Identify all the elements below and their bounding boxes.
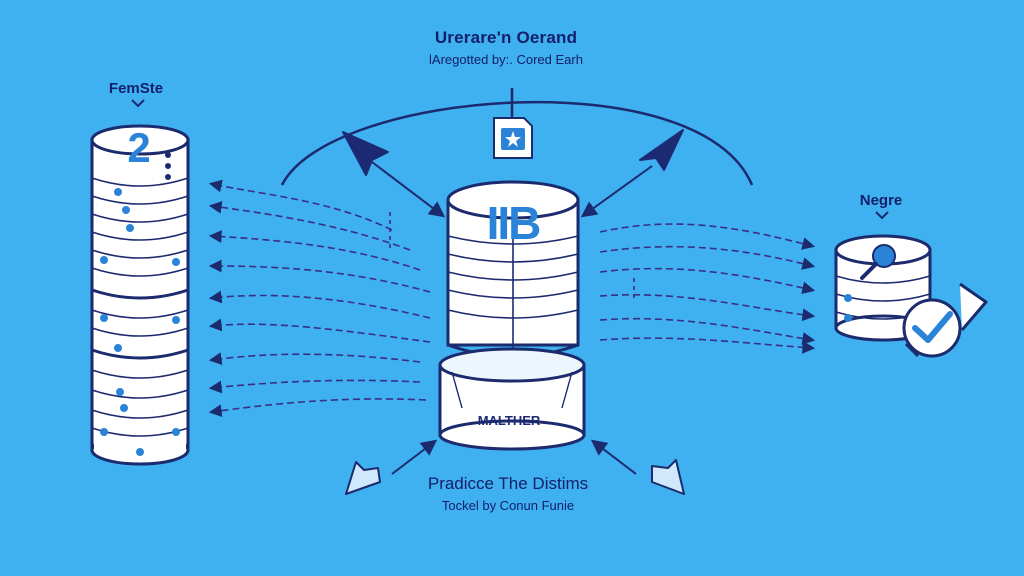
- right-label-caret: [875, 211, 889, 220]
- bottom-left-pointer-icon: [345, 439, 438, 495]
- footer-title: Pradicce The Distims: [427, 474, 589, 493]
- right-flow-arrows: [599, 223, 816, 354]
- center-database: [446, 180, 580, 360]
- center-base-platform: [438, 347, 586, 451]
- center-base-label: MALTHER: [477, 413, 541, 428]
- left-database-stack: [90, 124, 190, 466]
- checkmark-badge-icon: [902, 282, 988, 358]
- bottom-right-pointer-icon: [590, 439, 685, 495]
- left-pointer-icon: [342, 131, 446, 218]
- footer-subtitle: Tockel by Conun Funie: [441, 498, 575, 513]
- left-store-badge: 2: [127, 124, 151, 171]
- left-store-label: FemSte: [108, 80, 164, 97]
- right-pointer-icon: [580, 129, 684, 218]
- left-label-caret: [131, 99, 145, 108]
- top-arc-connector: [280, 100, 754, 186]
- diagram-title: Urerare'n Oerand: [434, 28, 578, 47]
- document-icon: [493, 117, 533, 159]
- center-store-label: IIB: [486, 197, 542, 249]
- left-flow-arrows: [208, 179, 431, 418]
- magnifier-icon: [860, 244, 896, 280]
- right-store-label: Negre: [859, 192, 903, 209]
- diagram-subtitle: lAregotted by:. Cored Earh: [429, 52, 583, 67]
